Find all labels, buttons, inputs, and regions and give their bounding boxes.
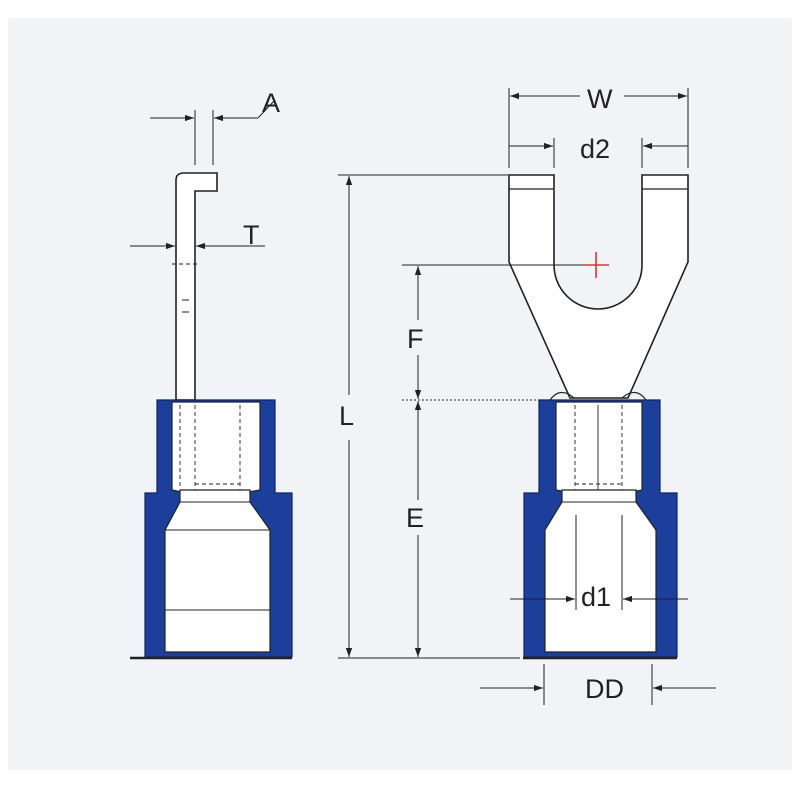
label-d1: d1 [581,582,611,612]
side-view-tongue [175,172,218,401]
label-E: E [406,503,424,533]
dimension-D: DD [480,664,716,705]
dimension-d1: d1 [510,582,688,612]
dimension-d2: d2 [509,134,688,168]
label-T: T [243,220,260,250]
label-d2: d2 [580,134,610,164]
dimension-F: F [402,264,583,401]
dimension-L: L [338,174,520,659]
label-D: DD [585,674,624,704]
side-view: A T [130,88,293,660]
label-W: W [587,84,613,114]
label-A: A [262,88,280,118]
label-F: F [407,324,424,354]
label-L: L [339,401,354,431]
front-view-fork [508,174,689,399]
dimension-W: W [508,84,689,168]
dimension-A: A [150,88,280,165]
dimension-E: E [406,401,424,657]
dimension-T: T [130,220,265,250]
front-view: W d2 L F E [338,84,716,705]
